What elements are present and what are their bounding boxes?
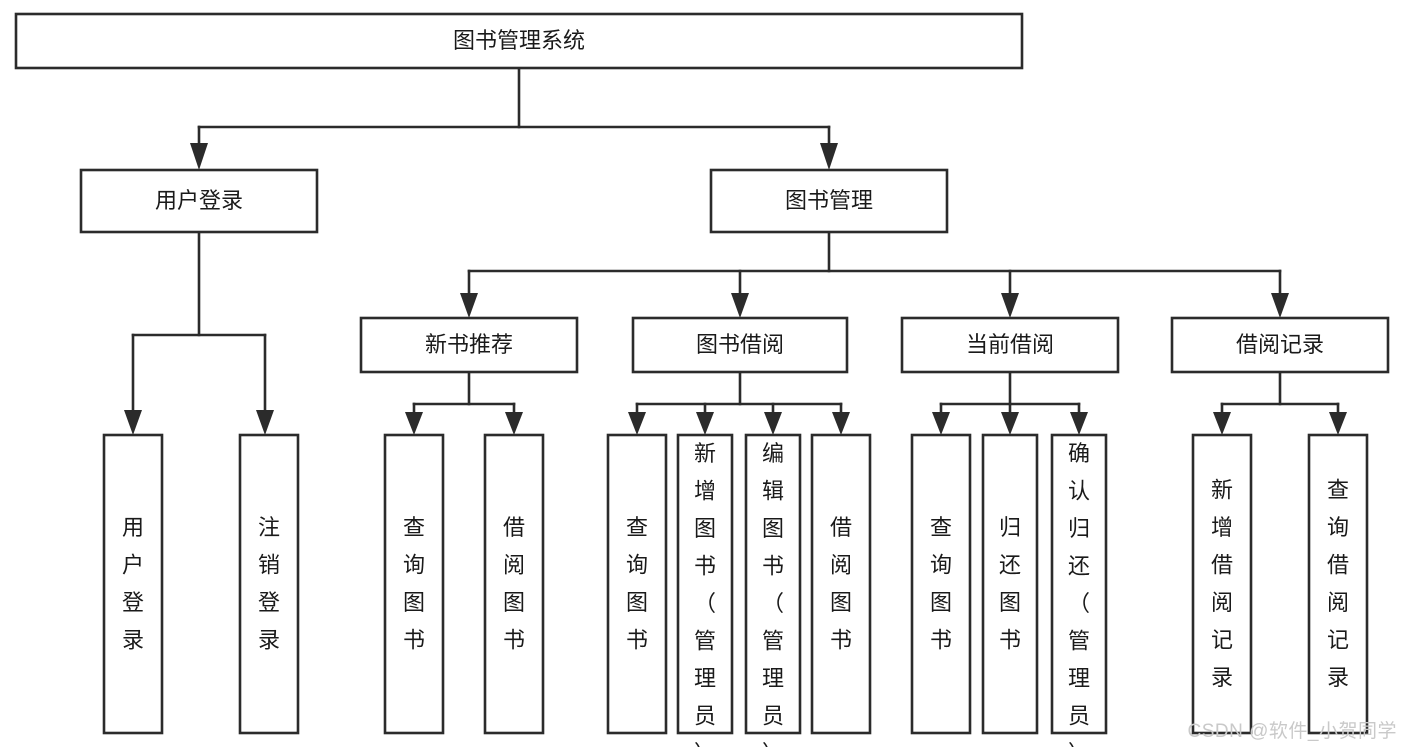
node-leaf-query-book-3-label: 查询图书 [930, 515, 952, 653]
arrowhead-leaf-query-record [1329, 412, 1347, 435]
arrowhead-leaf-return-book [1001, 412, 1019, 435]
node-borrow-record-label: 借阅记录 [1236, 332, 1324, 357]
node-root[interactable]: 图书管理系统 [14, 12, 1024, 70]
arrowhead-leaf-user-login [124, 410, 142, 435]
node-leaf-add-book-label: 新增图书（管理员） [694, 441, 716, 747]
node-leaf-return-book-box[interactable] [981, 433, 1039, 735]
node-leaf-query-book-3-box[interactable] [910, 433, 972, 735]
node-new-book-rec-label: 新书推荐 [425, 332, 513, 357]
arrowhead-leaf-query-book-3 [932, 412, 950, 435]
node-current-borrow-box[interactable] [900, 316, 1120, 374]
node-leaf-query-book-1[interactable]: 查询图书 [383, 433, 445, 735]
node-leaf-query-record[interactable]: 查询借阅记录 [1307, 433, 1369, 735]
node-leaf-query-book-3[interactable]: 查询图书 [910, 433, 972, 735]
node-leaf-query-book-2-label: 查询图书 [626, 515, 648, 653]
node-user-login-box[interactable] [79, 168, 319, 234]
arrowhead-leaf-add-record [1213, 412, 1231, 435]
node-root-box[interactable] [14, 12, 1024, 70]
arrowhead-leaf-borrow-book-1 [505, 412, 523, 435]
node-user-login-label: 用户登录 [155, 188, 243, 213]
node-leaf-add-record-label: 新增借阅记录 [1211, 478, 1233, 691]
arrowhead-userlogin [190, 143, 208, 170]
node-leaf-query-book-2[interactable]: 查询图书 [606, 433, 668, 735]
node-leaf-edit-book-label: 编辑图书（管理员） [762, 441, 784, 747]
node-leaf-logout[interactable]: 注销登录 [238, 433, 300, 735]
node-leaf-edit-book-box[interactable] [744, 433, 802, 735]
arrowhead-bookmanage [820, 143, 838, 170]
arrowhead-leaf-edit-book [764, 412, 782, 435]
arrowhead-leaf-logout [256, 410, 274, 435]
node-book-manage-label: 图书管理 [785, 188, 873, 213]
node-leaf-borrow-book-2-label: 借阅图书 [830, 515, 852, 653]
arrowhead-leaf-confirm-return [1070, 412, 1088, 435]
arrowhead-leaf-add-book [696, 412, 714, 435]
node-leaf-edit-book[interactable]: 编辑图书（管理员） [744, 433, 802, 747]
node-leaf-add-record-box[interactable] [1191, 433, 1253, 735]
node-new-book-rec-box[interactable] [359, 316, 579, 374]
node-borrow-record-box[interactable] [1170, 316, 1390, 374]
node-leaf-return-book-label: 归还图书 [999, 515, 1021, 653]
node-leaf-borrow-book-1-label: 借阅图书 [503, 515, 525, 653]
node-borrow-record[interactable]: 借阅记录 [1170, 316, 1390, 374]
node-leaf-query-book-1-box[interactable] [383, 433, 445, 735]
node-leaf-user-login-label: 用户登录 [122, 515, 144, 653]
node-leaf-borrow-book-2-box[interactable] [810, 433, 872, 735]
node-current-borrow[interactable]: 当前借阅 [900, 316, 1120, 374]
arrowhead-leaf-query-book-1 [405, 412, 423, 435]
node-book-borrow-box[interactable] [631, 316, 849, 374]
node-user-login[interactable]: 用户登录 [79, 168, 319, 234]
arrowhead-book-borrow [731, 293, 749, 318]
arrowhead-leaf-query-book-2 [628, 412, 646, 435]
arrowhead-current-borrow [1001, 293, 1019, 318]
node-leaf-add-book[interactable]: 新增图书（管理员） [676, 433, 734, 747]
node-leaf-add-book-box[interactable] [676, 433, 734, 735]
node-leaf-borrow-book-1-box[interactable] [483, 433, 545, 735]
node-leaf-query-book-1-label: 查询图书 [403, 515, 425, 653]
node-book-manage-box[interactable] [709, 168, 949, 234]
arrowhead-borrow-record [1271, 293, 1289, 318]
arrowhead-new-book-rec [460, 293, 478, 318]
node-root-label: 图书管理系统 [453, 28, 585, 53]
node-book-borrow-label: 图书借阅 [696, 332, 784, 357]
node-book-borrow[interactable]: 图书借阅 [631, 316, 849, 374]
node-book-manage[interactable]: 图书管理 [709, 168, 949, 234]
node-leaf-confirm-return-label: 确认归还（管理员） [1068, 441, 1090, 747]
node-leaf-query-record-box[interactable] [1307, 433, 1369, 735]
node-leaf-user-login[interactable]: 用户登录 [102, 433, 164, 735]
node-leaf-confirm-return-box[interactable] [1050, 433, 1108, 735]
node-leaf-borrow-book-2[interactable]: 借阅图书 [810, 433, 872, 735]
node-leaf-borrow-book-1[interactable]: 借阅图书 [483, 433, 545, 735]
node-leaf-return-book[interactable]: 归还图书 [981, 433, 1039, 735]
node-new-book-rec[interactable]: 新书推荐 [359, 316, 579, 374]
node-leaf-user-login-box[interactable] [102, 433, 164, 735]
node-leaf-logout-box[interactable] [238, 433, 300, 735]
node-leaf-logout-label: 注销登录 [258, 515, 280, 653]
connectors-layer [124, 66, 1347, 435]
node-leaf-query-book-2-box[interactable] [606, 433, 668, 735]
node-leaf-confirm-return[interactable]: 确认归还（管理员） [1050, 433, 1108, 747]
node-current-borrow-label: 当前借阅 [966, 332, 1054, 357]
arrowhead-leaf-borrow-book-2 [832, 412, 850, 435]
node-leaf-query-record-label: 查询借阅记录 [1327, 478, 1349, 691]
node-leaf-add-record[interactable]: 新增借阅记录 [1191, 433, 1253, 735]
